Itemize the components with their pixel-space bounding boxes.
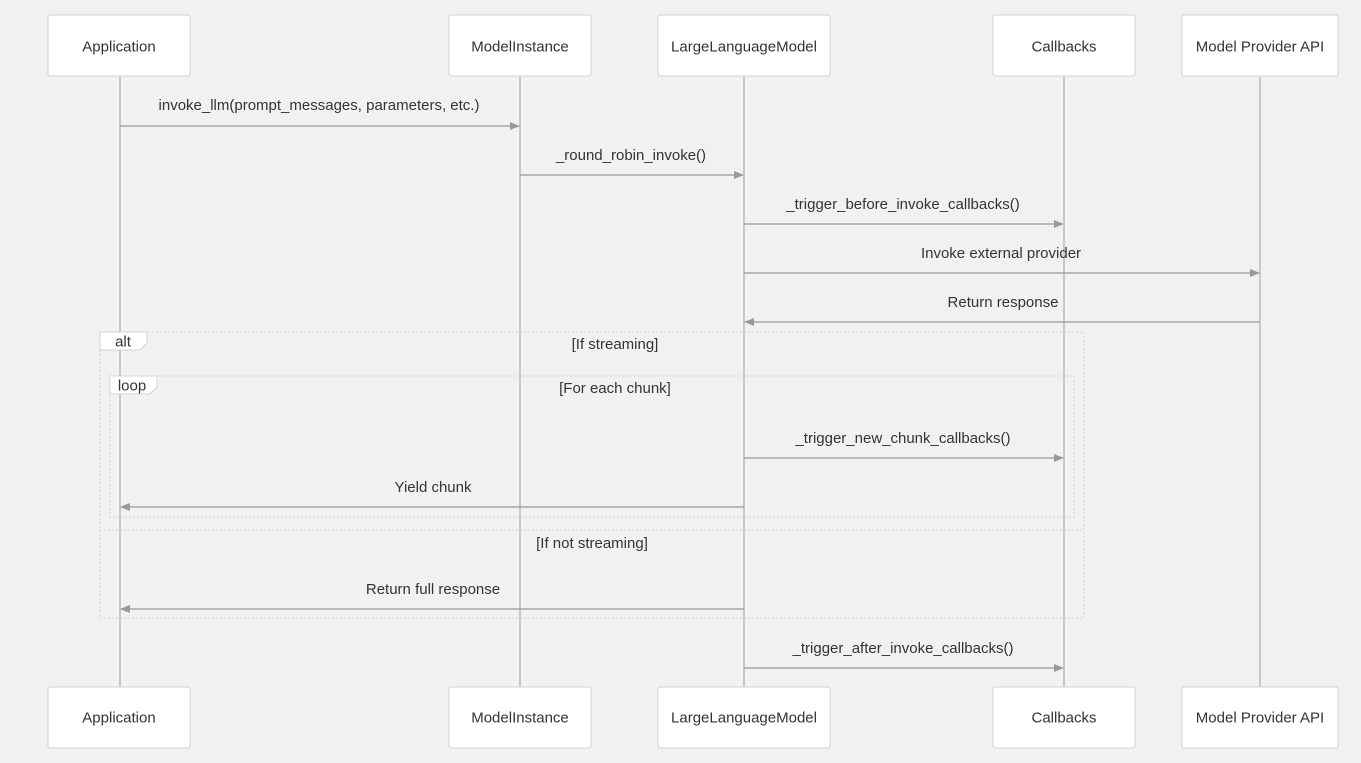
loop-fragment: loop [For each chunk] [109, 375, 1075, 518]
alt-frame [99, 331, 1085, 619]
message-label: _trigger_after_invoke_callbacks() [792, 640, 1014, 657]
alt-else-condition: [If not streaming] [536, 535, 648, 552]
actor-label: Model Provider API [1196, 39, 1324, 56]
actor-application: Application [47, 686, 191, 749]
message: invoke_llm(prompt_messages, parameters, … [120, 97, 520, 130]
message-label: Invoke external provider [921, 245, 1081, 262]
actors-top: Application ModelInstance LargeLanguageM… [47, 14, 1339, 77]
actor-callbacks: Callbacks [992, 686, 1136, 749]
actor-largelanguagemodel: LargeLanguageModel [657, 14, 831, 77]
message: _trigger_new_chunk_callbacks() [744, 430, 1064, 462]
message: Invoke external provider [744, 245, 1260, 277]
loop-label: loop [118, 378, 146, 395]
message: _trigger_before_invoke_callbacks() [744, 196, 1064, 228]
actors-bottom: Application ModelInstance LargeLanguageM… [47, 686, 1339, 749]
message: _trigger_after_invoke_callbacks() [744, 640, 1064, 672]
actor-model-provider-api: Model Provider API [1181, 686, 1339, 749]
actor-label: Callbacks [1031, 39, 1096, 56]
actor-modelinstance: ModelInstance [448, 686, 592, 749]
alt-label: alt [115, 334, 132, 351]
actor-label: LargeLanguageModel [671, 39, 817, 56]
alt-condition: [If streaming] [572, 336, 659, 353]
actor-application: Application [47, 14, 191, 77]
message: Yield chunk [120, 479, 744, 511]
actor-callbacks: Callbacks [992, 14, 1136, 77]
message: Return response [744, 294, 1260, 326]
messages: invoke_llm(prompt_messages, parameters, … [120, 97, 1260, 672]
actor-model-provider-api: Model Provider API [1181, 14, 1339, 77]
message-label: _round_robin_invoke() [555, 147, 706, 164]
actor-modelinstance: ModelInstance [448, 14, 592, 77]
lifelines [119, 77, 1261, 687]
loop-condition: [For each chunk] [559, 380, 671, 397]
alt-fragment: alt [If streaming] [If not streaming] [99, 331, 1085, 619]
message: Return full response [120, 581, 744, 613]
message: _round_robin_invoke() [520, 147, 744, 179]
actor-label: ModelInstance [471, 39, 569, 56]
actor-label: ModelInstance [471, 710, 569, 727]
message-label: _trigger_before_invoke_callbacks() [785, 196, 1019, 213]
message-label: Return full response [366, 581, 500, 598]
message-label: invoke_llm(prompt_messages, parameters, … [159, 97, 480, 114]
message-label: Return response [948, 294, 1059, 311]
actor-label: LargeLanguageModel [671, 710, 817, 727]
actor-label: Model Provider API [1196, 710, 1324, 727]
alt-tag [99, 331, 148, 351]
loop-tag [109, 375, 158, 395]
message-label: Yield chunk [395, 479, 472, 496]
actor-largelanguagemodel: LargeLanguageModel [657, 686, 831, 749]
actor-label: Application [82, 39, 155, 56]
actor-label: Application [82, 710, 155, 727]
message-label: _trigger_new_chunk_callbacks() [794, 430, 1010, 447]
loop-frame [109, 375, 1075, 518]
actor-label: Callbacks [1031, 710, 1096, 727]
